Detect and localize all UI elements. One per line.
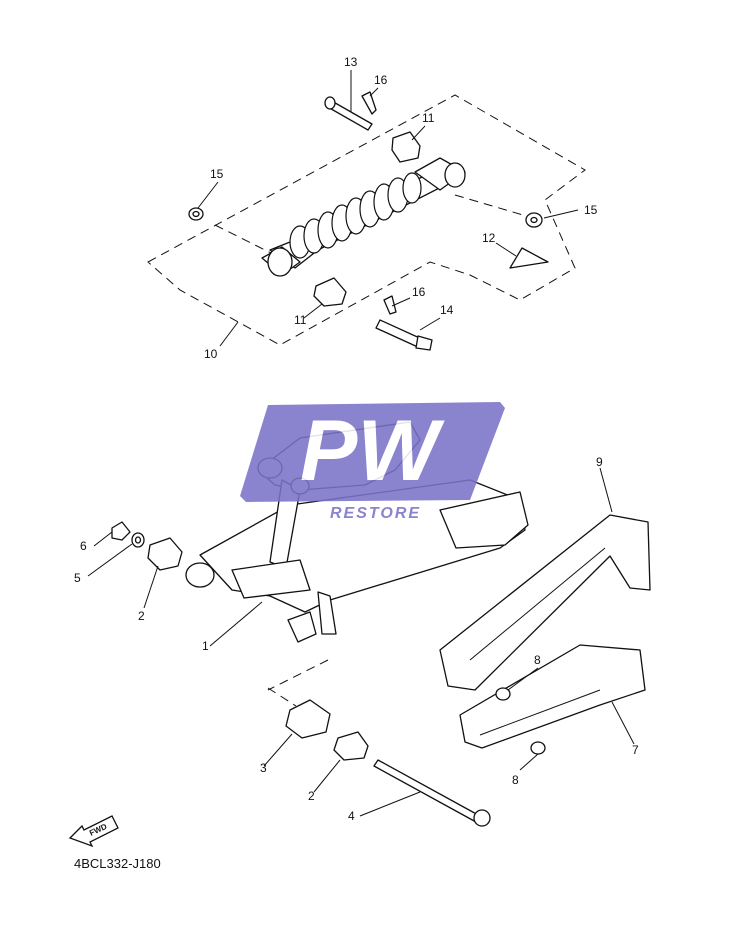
watermark-logo: PW RESTORE (240, 402, 505, 522)
collar-3[interactable] (285, 699, 331, 739)
nut-6[interactable] (111, 521, 131, 541)
bushing-11-lower[interactable] (313, 277, 347, 307)
pivot-shaft-4[interactable] (373, 759, 491, 827)
callout-9: 9 (596, 455, 603, 469)
callout-10: 10 (204, 347, 218, 361)
callout-2-upper: 2 (138, 609, 145, 623)
cotter-pin-16-lower[interactable] (383, 295, 397, 315)
callout-3: 3 (260, 761, 267, 775)
callout-4: 4 (348, 809, 355, 823)
lower-bolt-14[interactable] (375, 319, 433, 351)
clip-12[interactable] (509, 247, 549, 269)
fwd-arrow-icon: FWD (68, 815, 119, 848)
callout-11-lower: 11 (294, 313, 307, 327)
callout-6: 6 (80, 539, 87, 553)
callout-1: 1 (202, 639, 209, 653)
callout-16-lower: 16 (412, 285, 426, 299)
bushing-2-lower[interactable] (333, 731, 369, 761)
screw-8-upper[interactable] (495, 687, 511, 701)
upper-bolt-13[interactable] (324, 96, 373, 131)
screw-8-lower[interactable] (530, 741, 546, 755)
washer-5[interactable] (131, 532, 145, 548)
washer-15-left[interactable] (188, 207, 204, 221)
callout-11-upper: 11 (422, 111, 435, 125)
bushing-2-upper[interactable] (147, 537, 215, 588)
callout-13: 13 (344, 55, 358, 69)
rear-shock-absorber[interactable] (261, 157, 466, 277)
diagram-code: 4BCL332-J180 (74, 856, 161, 871)
callout-5: 5 (74, 571, 81, 585)
callout-labels: 13 16 11 15 15 12 10 11 16 14 9 6 5 2 1 … (74, 55, 639, 823)
callout-7: 7 (632, 743, 639, 757)
callout-8-lower: 8 (512, 773, 519, 787)
callout-2-lower: 2 (308, 789, 315, 803)
washer-15-right[interactable] (525, 212, 543, 228)
callout-14: 14 (440, 303, 454, 317)
callout-15-left: 15 (210, 167, 224, 181)
chain-case-9[interactable] (439, 514, 651, 691)
callout-15-right: 15 (584, 203, 598, 217)
watermark-small-text: RESTORE (330, 505, 421, 522)
watermark-big-text: PW (300, 403, 445, 499)
callout-12: 12 (482, 231, 496, 245)
callout-16-upper: 16 (374, 73, 388, 87)
callout-8-upper: 8 (534, 653, 541, 667)
shock-absorber-group (147, 70, 586, 351)
cotter-pin-16-upper[interactable] (361, 91, 377, 115)
chain-guard-7[interactable] (459, 644, 646, 749)
swingarm-group (87, 421, 651, 827)
